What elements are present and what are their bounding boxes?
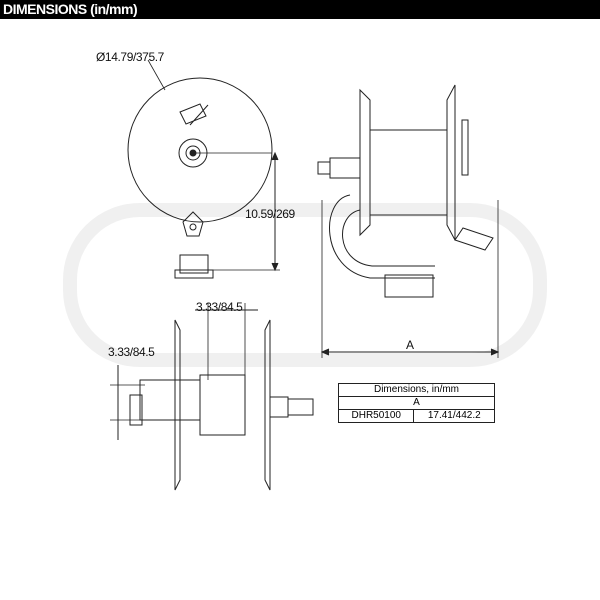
top-view — [110, 303, 314, 491]
table-column-header: A — [338, 396, 495, 410]
width-top-label: 3.33/84.5 — [196, 300, 243, 314]
dimension-a-label: A — [406, 338, 414, 352]
table-row: DHR50100 17.41/442.2 — [337, 409, 495, 423]
model-cell: DHR50100 — [337, 409, 415, 423]
width-left-label: 3.33/84.5 — [108, 345, 155, 359]
diameter-label: Ø14.79/375.7 — [96, 50, 164, 64]
height-label: 10.59/269 — [245, 207, 295, 221]
value-cell: 17.41/442.2 — [413, 409, 495, 423]
dimensions-table: Dimensions, in/mm A DHR50100 17.41/442.2 — [337, 383, 495, 423]
side-view — [317, 84, 500, 358]
section-header: DIMENSIONS (in/mm) — [0, 0, 600, 19]
front-view — [127, 59, 280, 279]
watermark-logo — [63, 203, 547, 367]
table-title: Dimensions, in/mm — [338, 383, 495, 397]
section-title: DIMENSIONS (in/mm) — [3, 1, 138, 17]
